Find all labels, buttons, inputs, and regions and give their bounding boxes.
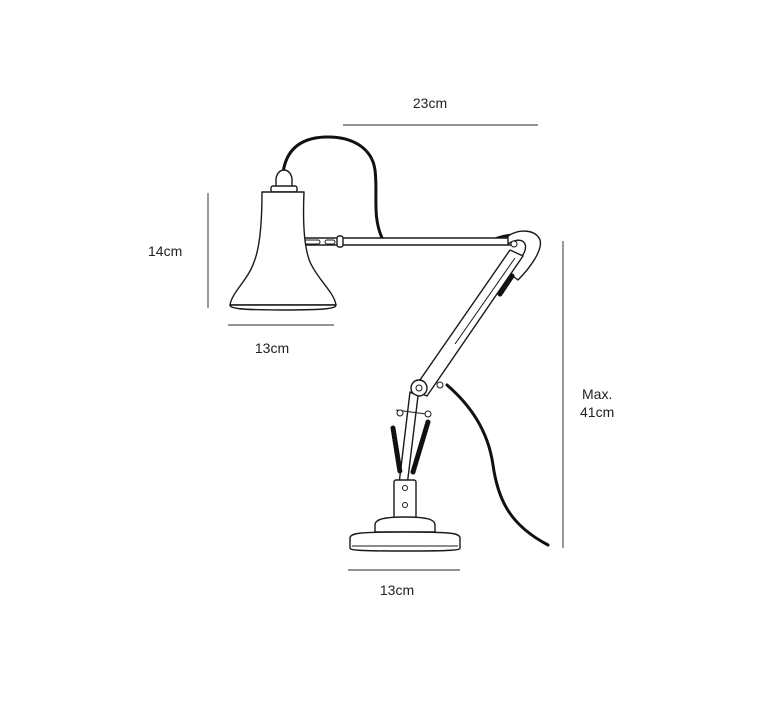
dimension-labels: 23cm 14cm 13cm Max. 41cm 13cm <box>148 95 614 598</box>
shade-body <box>229 191 337 306</box>
spring-right <box>410 419 431 475</box>
base-column <box>393 479 417 523</box>
diagonal-arm <box>412 249 524 397</box>
max-height-label-line1: Max. <box>582 386 612 402</box>
shade-rim <box>229 304 337 311</box>
max-height-label-line2: 41cm <box>580 404 614 420</box>
shade-width-label: 13cm <box>255 340 289 356</box>
lamp-illustration <box>229 135 550 552</box>
base-width-label: 13cm <box>380 582 414 598</box>
arm-width-label: 23cm <box>413 95 447 111</box>
bottom-cable <box>445 383 550 547</box>
lamp-shade <box>229 169 337 311</box>
dimension-lines <box>207 124 564 571</box>
shade-height-label: 14cm <box>148 243 182 259</box>
arm-clip <box>336 235 344 248</box>
lamp-base <box>349 516 461 552</box>
top-cable <box>281 135 384 240</box>
upper-arm <box>278 235 515 248</box>
spring-left <box>390 425 403 475</box>
arm-spring-upper <box>497 273 515 297</box>
shade-cap <box>275 169 293 189</box>
